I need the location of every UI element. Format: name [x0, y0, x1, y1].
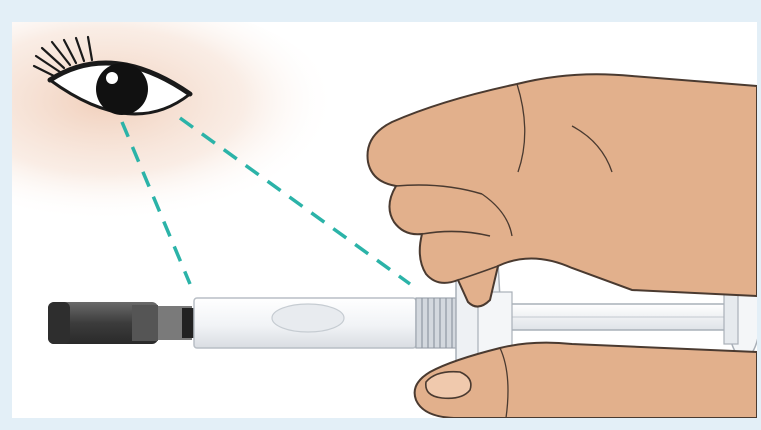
hand-upper — [368, 74, 758, 306]
illustration-panel — [12, 22, 757, 418]
syringe-inspection-illustration — [12, 22, 757, 418]
